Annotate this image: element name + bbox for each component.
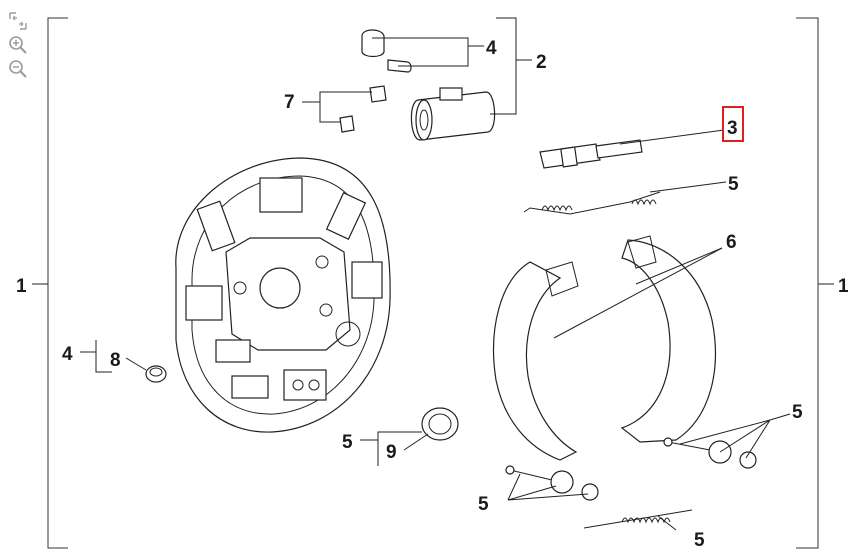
lower-return-spring[interactable] xyxy=(583,509,693,529)
upper-return-spring[interactable] xyxy=(523,191,661,215)
callout-1-left[interactable]: 1 xyxy=(16,276,27,297)
assembly-bracket-right xyxy=(796,17,834,549)
selected-callout-highlight xyxy=(722,106,744,142)
hold-down-pin-bottom[interactable] xyxy=(505,465,599,501)
bleed-screws[interactable] xyxy=(339,85,387,133)
callout-5-lower-spring[interactable]: 5 xyxy=(694,530,705,551)
callout-5-cap[interactable]: 5 xyxy=(342,432,353,453)
callout-3[interactable]: 3 xyxy=(727,118,738,139)
callout-7[interactable]: 7 xyxy=(284,92,295,113)
zoom-in-icon xyxy=(9,36,27,54)
plug[interactable] xyxy=(145,365,167,383)
backing-plate[interactable] xyxy=(175,157,391,433)
leader-lines xyxy=(80,17,791,531)
callout-6[interactable]: 6 xyxy=(726,232,737,253)
fit-screen-icon xyxy=(9,12,27,30)
zoom-in-button[interactable] xyxy=(6,34,30,56)
callout-4-top[interactable]: 4 xyxy=(486,38,497,59)
brake-shoe-left[interactable] xyxy=(493,261,579,461)
zoom-out-button[interactable] xyxy=(6,58,30,80)
viewer-toolbar xyxy=(6,10,34,80)
callout-9[interactable]: 9 xyxy=(386,442,397,463)
wheel-cylinder[interactable] xyxy=(410,87,496,141)
assembly-bracket-left xyxy=(32,17,68,549)
hold-down-pin-right[interactable] xyxy=(663,437,757,469)
seal-cap[interactable] xyxy=(421,407,459,441)
callout-2[interactable]: 2 xyxy=(536,52,547,73)
callout-5-right[interactable]: 5 xyxy=(792,402,803,423)
callout-5-bottom-pin[interactable]: 5 xyxy=(478,494,489,515)
callout-1-right[interactable]: 1 xyxy=(838,276,849,297)
adjuster-strut[interactable] xyxy=(539,139,643,169)
zoom-out-icon xyxy=(9,60,27,78)
callout-8[interactable]: 8 xyxy=(110,350,121,371)
callout-5-upper-spring[interactable]: 5 xyxy=(728,174,739,195)
brake-shoe-right[interactable] xyxy=(620,235,716,443)
fit-screen-button[interactable] xyxy=(6,10,30,32)
callout-4-left[interactable]: 4 xyxy=(62,344,73,365)
